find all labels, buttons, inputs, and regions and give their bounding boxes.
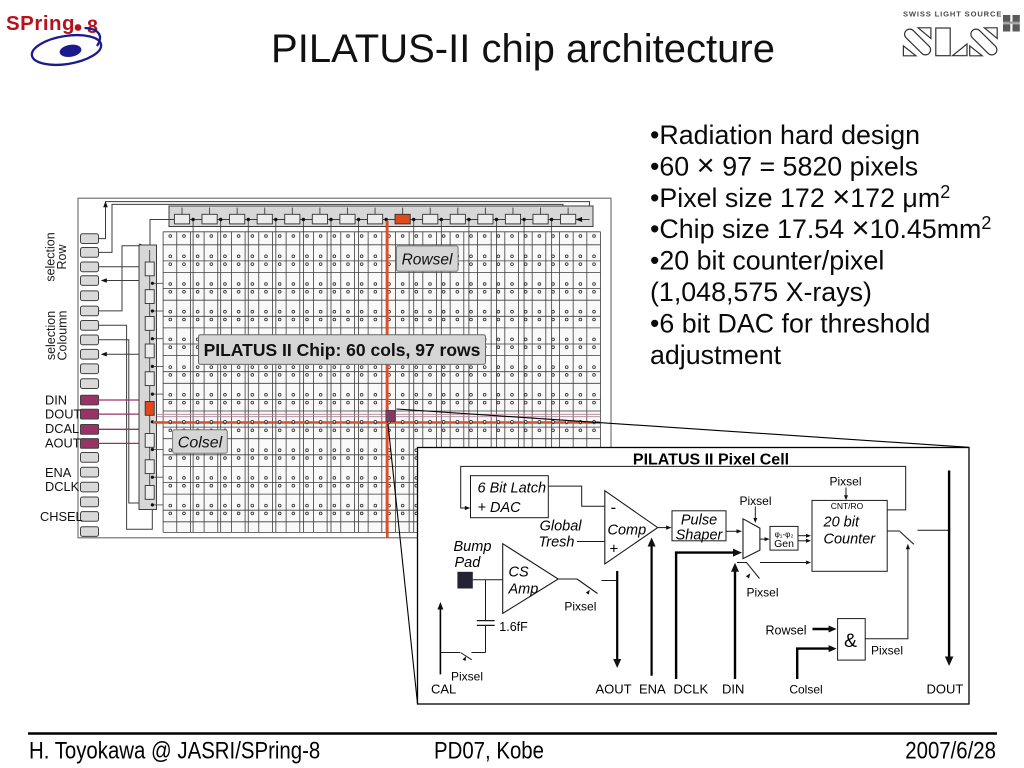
svg-text:1.6fF: 1.6fF: [499, 620, 528, 634]
svg-text:20 bit: 20 bit: [823, 515, 860, 531]
svg-text:Counter: Counter: [824, 532, 877, 548]
svg-text:6 Bit Latch: 6 Bit Latch: [478, 481, 547, 497]
svg-text:Global: Global: [540, 519, 583, 535]
svg-text:CAL: CAL: [431, 682, 456, 697]
svg-text:PILATUS-II chip architecture: PILATUS-II chip architecture: [271, 27, 775, 71]
svg-text:Rowsel: Rowsel: [402, 252, 453, 269]
svg-text:Pulse: Pulse: [681, 513, 717, 529]
svg-text:DOUT: DOUT: [45, 407, 81, 422]
svg-text:DCLK: DCLK: [45, 479, 80, 494]
svg-text:CNT/RO: CNT/RO: [831, 501, 864, 511]
svg-text:•Pixel size 172 ×172 μm2: •Pixel size 172 ×172 μm2: [650, 179, 950, 214]
svg-text:AOUT: AOUT: [596, 682, 632, 697]
svg-text:Pixsel: Pixsel: [451, 670, 483, 684]
svg-text:CHSEL: CHSEL: [40, 509, 83, 524]
svg-text:selection: selection: [44, 232, 58, 281]
svg-text:•60 × 97 = 5820 pixels: •60 × 97 = 5820 pixels: [650, 147, 918, 182]
svg-text:Pixsel: Pixsel: [830, 475, 862, 489]
svg-text:Shaper: Shaper: [676, 528, 724, 544]
svg-text:Coloumn: Coloumn: [56, 310, 70, 360]
svg-text:SPring: SPring: [6, 12, 75, 35]
svg-text:Amp: Amp: [508, 582, 539, 598]
svg-text:ENA: ENA: [639, 682, 666, 697]
svg-text:Pixsel: Pixsel: [871, 644, 903, 658]
svg-text:DCAL: DCAL: [45, 421, 79, 436]
svg-text:•6 bit DAC for threshold: •6 bit DAC for threshold: [650, 308, 930, 338]
svg-text:+ DAC: + DAC: [478, 500, 522, 516]
svg-text:Tresh: Tresh: [539, 535, 575, 551]
svg-text:Colsel: Colsel: [178, 435, 223, 452]
svg-text:PD07, Kobe: PD07, Kobe: [434, 737, 544, 764]
svg-text:Pixsel: Pixsel: [564, 600, 596, 614]
svg-text:DOUT: DOUT: [927, 682, 964, 697]
svg-text:H. Toyokawa @ JASRI/SPring-8: H. Toyokawa @ JASRI/SPring-8: [29, 737, 320, 764]
svg-text:Colsel: Colsel: [789, 683, 822, 697]
svg-text:DIN: DIN: [45, 393, 67, 408]
svg-text:φ₁-φ₂: φ₁-φ₂: [775, 530, 794, 539]
svg-text:8: 8: [87, 16, 98, 38]
svg-text:Pixsel: Pixsel: [740, 494, 772, 508]
svg-text:•20 bit counter/pixel: •20 bit counter/pixel: [650, 246, 884, 276]
svg-text:DIN: DIN: [722, 682, 744, 697]
svg-text:+: +: [610, 541, 619, 558]
svg-text:Rowsel: Rowsel: [766, 624, 807, 638]
svg-text:Bump: Bump: [454, 539, 492, 555]
svg-text:CS: CS: [509, 565, 529, 581]
svg-text:PILATUS II Chip: 60 cols, 97 r: PILATUS II Chip: 60 cols, 97 rows: [204, 340, 481, 360]
svg-text:&: &: [844, 630, 857, 652]
svg-text:2007/6/28: 2007/6/28: [905, 737, 996, 764]
svg-text:•Radiation hard design: •Radiation hard design: [650, 120, 920, 150]
svg-text:-: -: [611, 498, 617, 517]
svg-text:Pad: Pad: [455, 555, 482, 571]
svg-text:ENA: ENA: [45, 465, 72, 480]
svg-text:Row: Row: [55, 244, 69, 270]
svg-text:selection: selection: [44, 311, 58, 360]
svg-text:Gen: Gen: [774, 538, 794, 550]
svg-text:adjustment: adjustment: [650, 340, 782, 370]
svg-text:(1,048,575 X-rays): (1,048,575 X-rays): [650, 277, 872, 307]
svg-text:SWISS LIGHT SOURCE: SWISS LIGHT SOURCE: [903, 10, 1002, 19]
svg-text:Pixsel: Pixsel: [747, 586, 779, 600]
svg-text:PILATUS II Pixel Cell: PILATUS II Pixel Cell: [633, 452, 789, 469]
svg-text:Comp: Comp: [608, 523, 647, 539]
svg-text:DCLK: DCLK: [674, 682, 709, 697]
svg-text:AOUT: AOUT: [45, 436, 81, 451]
svg-text:•Chip size 17.54 ×10.45mm2: •Chip size 17.54 ×10.45mm2: [650, 210, 991, 245]
